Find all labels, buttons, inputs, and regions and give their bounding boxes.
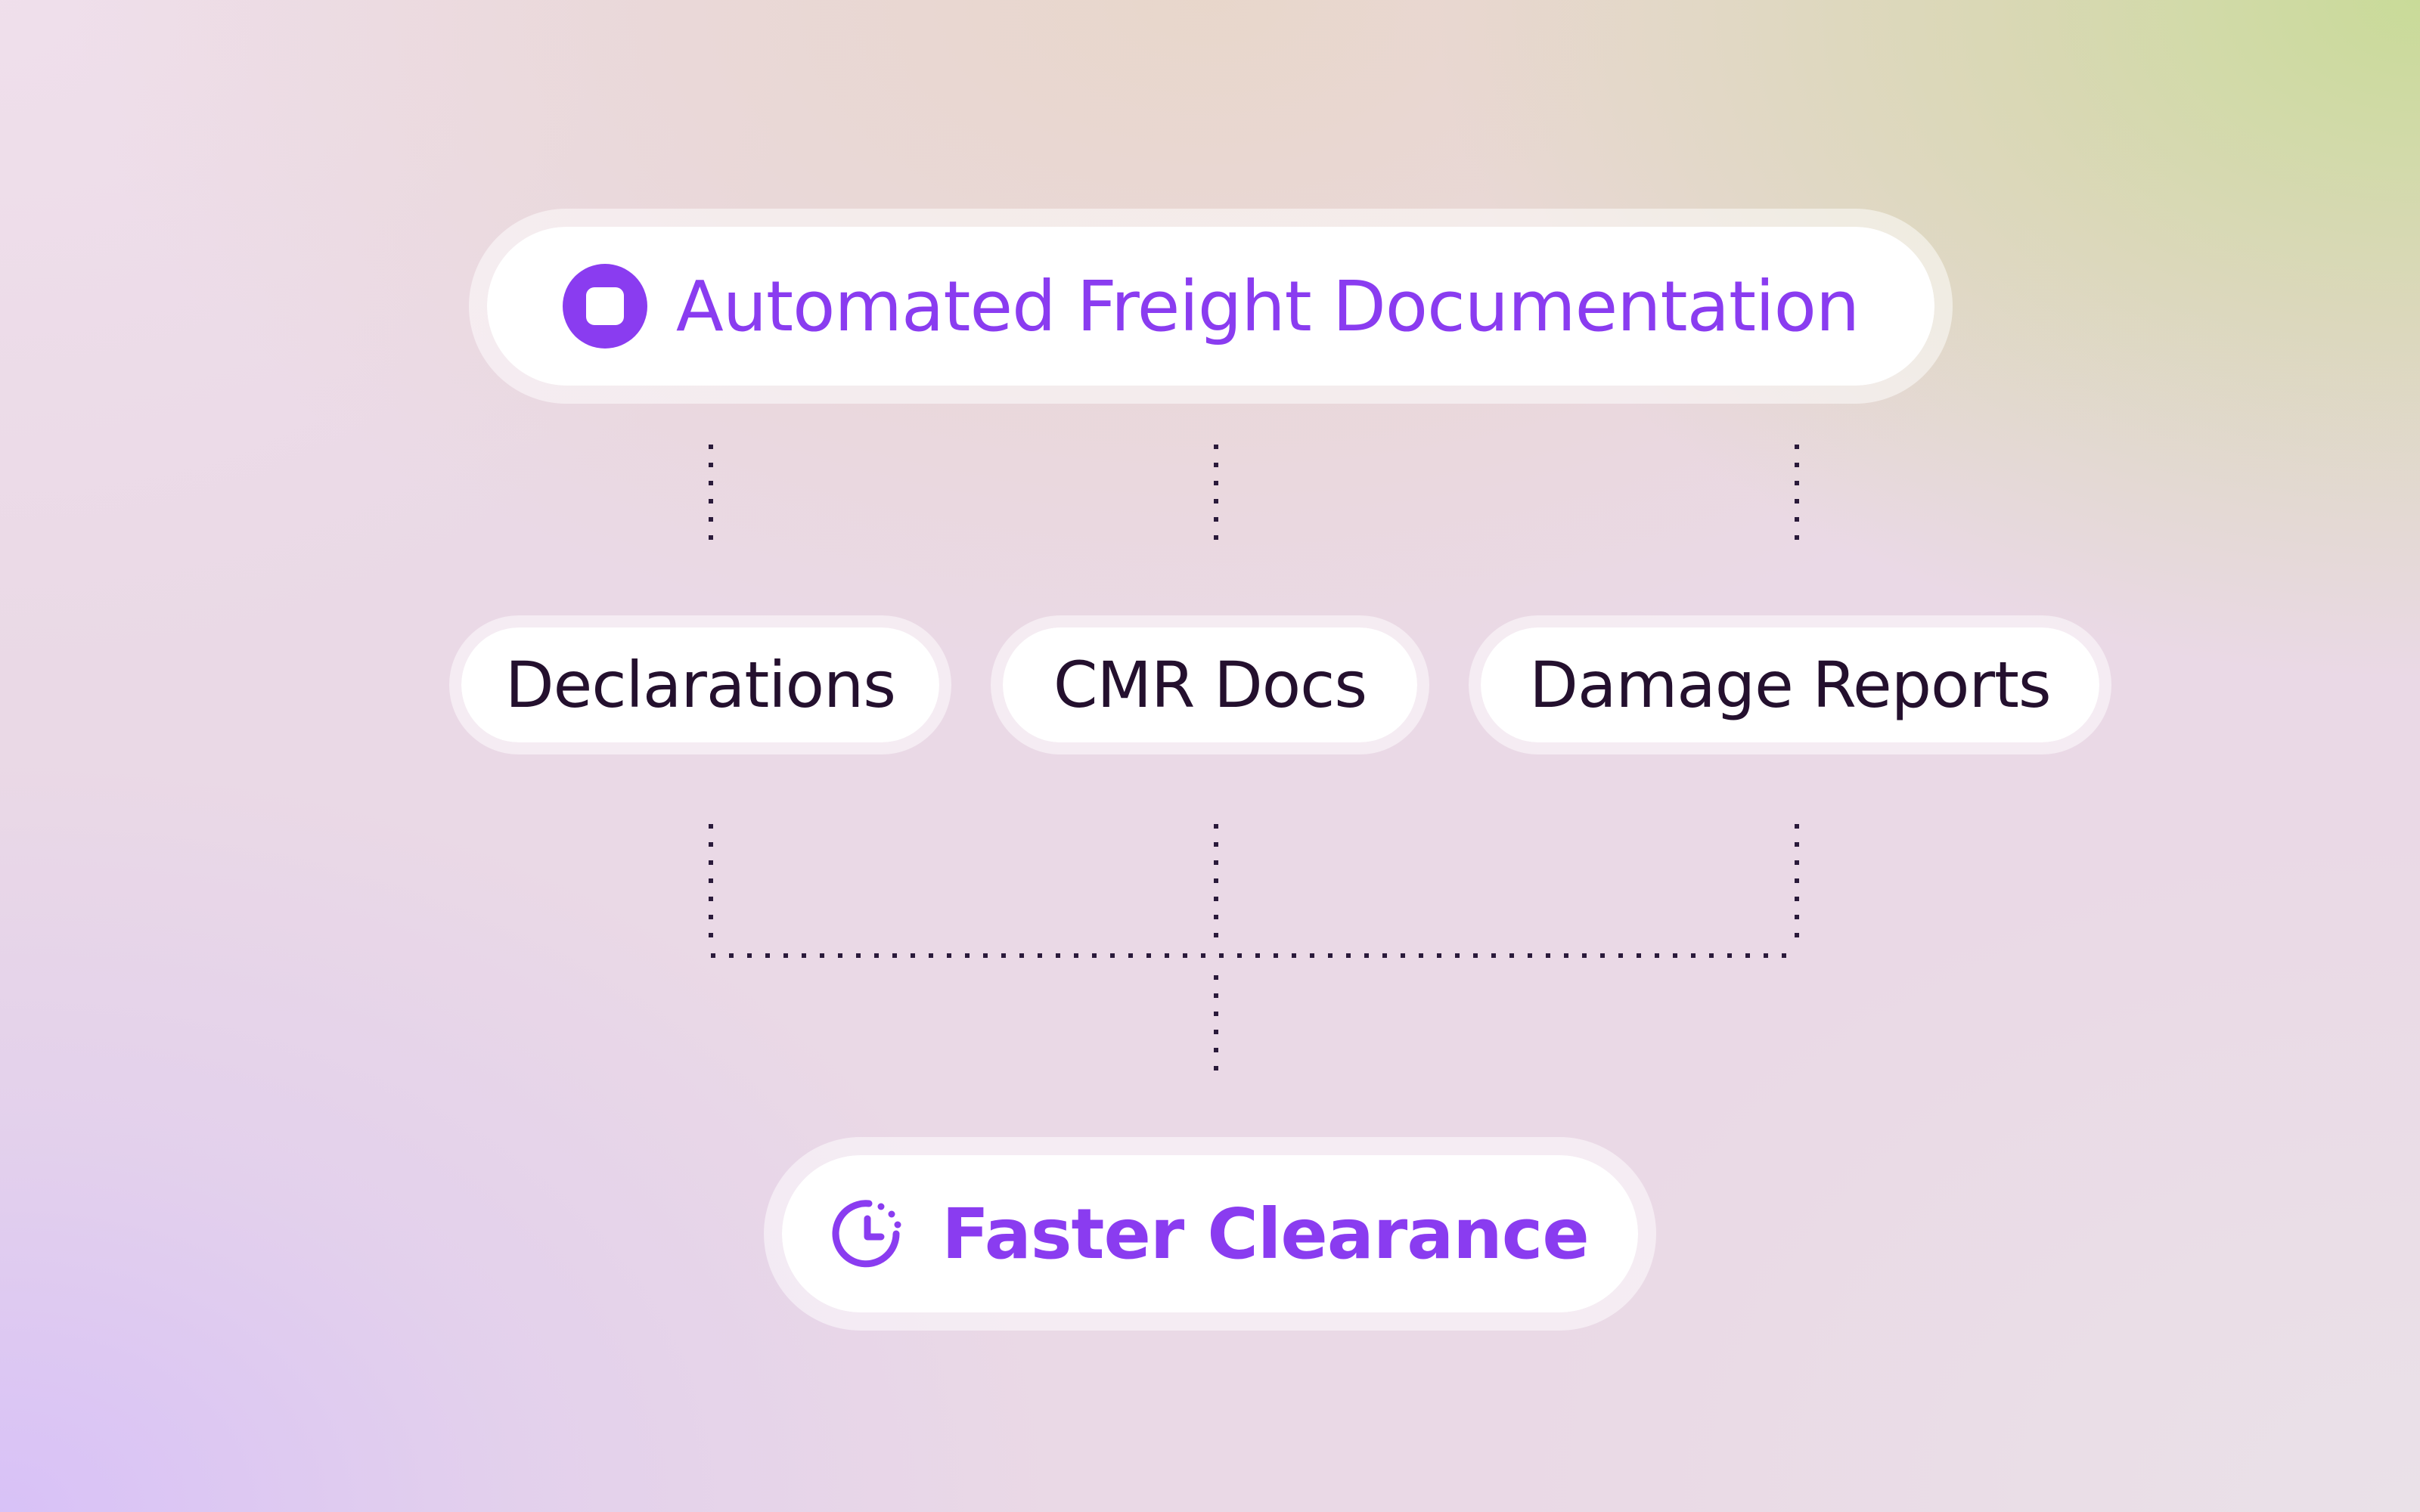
bottom-node-label: Faster Clearance [942,1193,1589,1275]
node-cmr-docs-label: CMR Docs [1053,648,1367,722]
top-node-label: Automated Freight Documentation [675,265,1860,347]
top-node-pill: Automated Freight Documentation [469,209,1953,404]
rounded-square-in-circle-icon [562,264,647,349]
node-damage-reports: Damage Reports [1469,615,2111,754]
clock-timer-icon [831,1196,907,1272]
node-declarations: Declarations [449,615,951,754]
bottom-node-pill: Faster Clearance [764,1137,1656,1331]
node-declarations-label: Declarations [504,648,896,722]
node-damage-reports-label: Damage Reports [1529,648,2051,722]
node-cmr-docs: CMR Docs [991,615,1429,754]
